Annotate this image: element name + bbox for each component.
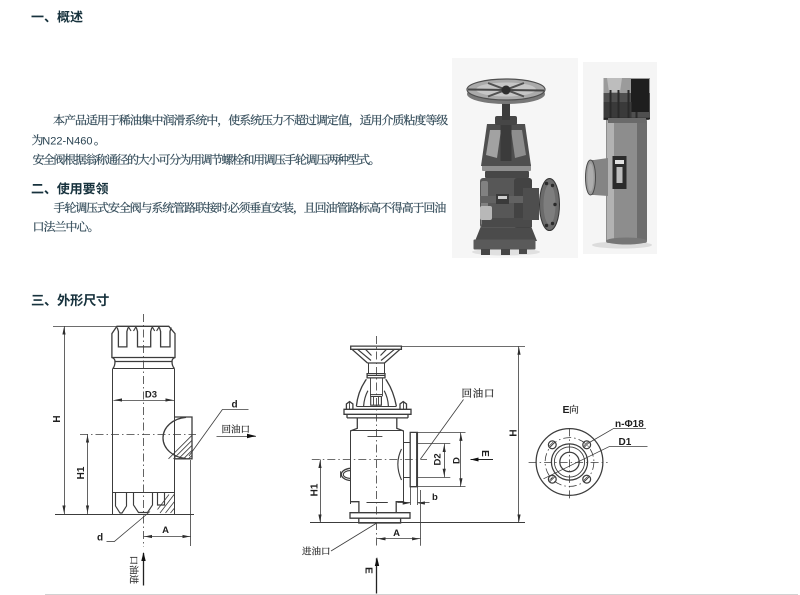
svg-text:d: d: [97, 533, 103, 544]
svg-text:E: E: [363, 567, 374, 574]
svg-text:A: A: [393, 528, 400, 539]
svg-text:D2: D2: [433, 453, 444, 465]
svg-text:H: H: [509, 429, 520, 436]
svg-text:A: A: [162, 525, 169, 536]
svg-text:E: E: [563, 404, 570, 416]
svg-text:H1: H1: [310, 483, 321, 496]
svg-text:n-Φ18: n-Φ18: [615, 419, 644, 430]
svg-text:D: D: [452, 457, 463, 464]
svg-text:D1: D1: [619, 437, 632, 448]
svg-text:H: H: [52, 415, 63, 422]
svg-text:E: E: [479, 450, 490, 457]
svg-text:H1: H1: [76, 466, 87, 479]
svg-text:D3: D3: [145, 390, 157, 401]
svg-text:N22-N460: N22-N460: [42, 135, 92, 147]
svg-text:b: b: [432, 492, 438, 503]
svg-text:d: d: [232, 400, 238, 411]
